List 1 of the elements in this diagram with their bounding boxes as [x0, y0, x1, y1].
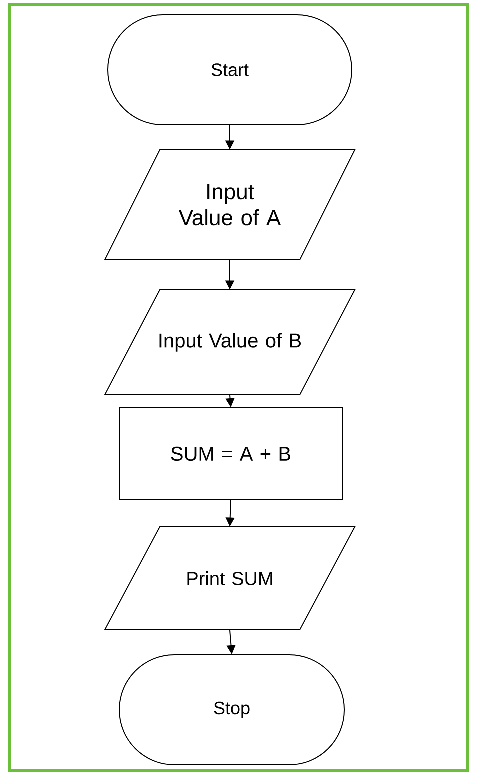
process-box: SUM = A + B — [119, 408, 343, 500]
